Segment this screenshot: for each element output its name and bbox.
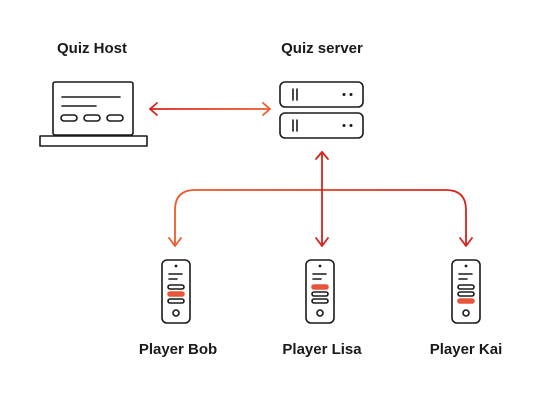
quiz-server-label: Quiz server [281, 40, 363, 57]
phone-icon [161, 259, 191, 324]
broadcast-arc [174, 189, 467, 246]
arrowhead-bob [168, 237, 182, 247]
arrowhead-kai [459, 237, 473, 247]
player-kai-label: Player Kai [429, 341, 503, 358]
quiz-host-label: Quiz Host [57, 40, 127, 57]
phone-icon [305, 259, 335, 324]
phone-icon [451, 259, 481, 324]
host-server-arrow [149, 102, 271, 116]
laptop-icon [39, 81, 148, 147]
server-icon [279, 81, 364, 139]
player-lisa-label: Player Lisa [282, 341, 362, 358]
server-lisa-arrow [315, 151, 329, 247]
player-bob-label: Player Bob [138, 341, 218, 358]
